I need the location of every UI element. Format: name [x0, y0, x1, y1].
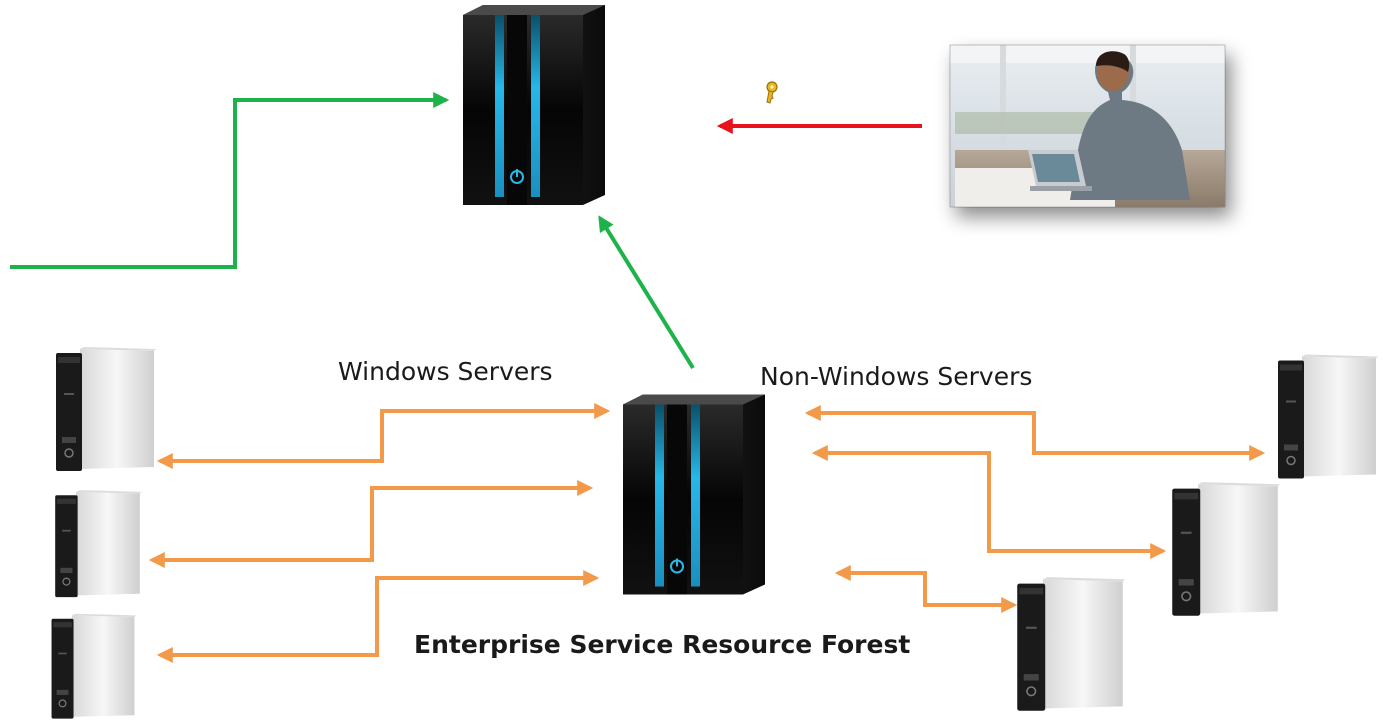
non-windows-servers-label: Non-Windows Servers: [760, 362, 1033, 391]
central-server-icon: [462, 5, 605, 205]
non-windows-server-3-icon: [1016, 576, 1126, 712]
orange-connector-nonwin-2: [811, 445, 1167, 559]
orange-connector-nonwin-3: [834, 565, 1018, 613]
windows-server-2-icon: [54, 489, 143, 598]
windows-servers-label: Windows Servers: [338, 357, 553, 386]
forest-title: Enterprise Service Resource Forest: [414, 630, 911, 659]
orange-connector-win-1: [156, 403, 611, 469]
forest-server-icon: [621, 393, 765, 596]
orange-connector-win-3: [156, 570, 600, 663]
photo-shadow: [950, 45, 1225, 207]
key-icon: [766, 81, 778, 104]
green-connector: [10, 92, 450, 269]
orange-connector-nonwin-1: [804, 405, 1266, 461]
windows-server-1-icon: [55, 346, 157, 472]
non-windows-server-1-icon: [1277, 353, 1379, 480]
windows-server-3-icon: [50, 612, 137, 720]
photo-frame-shadow: [949, 44, 1226, 208]
user-with-laptop-photo: [950, 45, 1225, 207]
non-windows-server-2-icon: [1171, 481, 1281, 617]
green-upward-arrow: [598, 215, 695, 370]
orange-connector-win-2: [148, 480, 594, 568]
